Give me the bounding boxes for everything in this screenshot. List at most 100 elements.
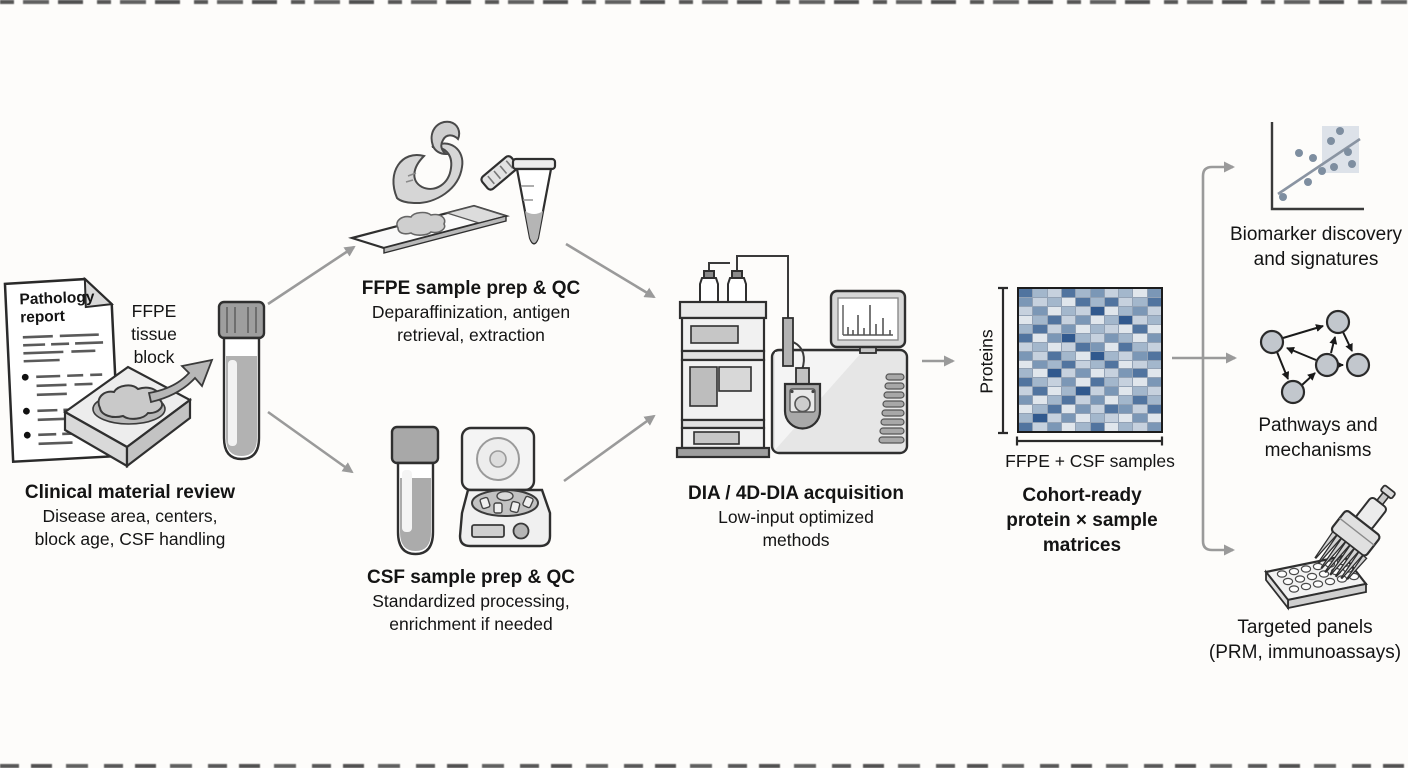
heatmap-cell — [1047, 289, 1061, 297]
multichannel-pipette — [1314, 484, 1396, 581]
heatmap-cell — [1061, 306, 1076, 315]
network-icon — [1259, 309, 1371, 405]
acquisition-desc1: Low-input optimized — [718, 507, 874, 528]
heatmap-cell — [1047, 306, 1061, 315]
microplate-side — [1265, 569, 1289, 611]
tube-cap — [217, 300, 266, 340]
heatmap-cell — [1076, 369, 1090, 378]
pathways-output-label: Pathways and mechanisms — [1238, 413, 1398, 463]
heatmap-cell — [1090, 405, 1104, 414]
heatmap-cell — [1133, 289, 1147, 297]
rotor-cap — [496, 490, 514, 502]
heatmap-cell — [1047, 333, 1061, 342]
heatmap-cell — [1104, 423, 1119, 431]
heatmap-cell — [1104, 369, 1119, 378]
heatmap-cell — [1104, 342, 1119, 351]
lc-column — [782, 317, 794, 367]
heatmap-cell — [1076, 333, 1090, 342]
heatmap-cell — [1061, 378, 1076, 387]
ffpe-prep-icons — [348, 120, 557, 254]
heatmap-cell — [1104, 360, 1119, 369]
heatmap-cell — [1019, 324, 1033, 333]
heatmap-cell — [1147, 405, 1161, 414]
heatmap-cell — [1076, 315, 1090, 324]
heatmap-cell — [1090, 360, 1104, 369]
ffpe-prep-desc1: Deparaffinization, antigen — [371, 302, 571, 323]
heatmap-cell — [1133, 324, 1147, 333]
heatmap-cell — [1061, 315, 1076, 324]
heatmap-cell — [1090, 387, 1104, 396]
heatmap-cell — [1104, 297, 1119, 306]
heatmap-cell — [1104, 405, 1119, 414]
scatter-plot-icon — [1270, 122, 1364, 211]
crop-artifact-bottom — [0, 764, 1408, 768]
paraffin-ribbon — [392, 142, 464, 205]
heatmap-cell — [1133, 342, 1147, 351]
arrow-branch-to-targeted — [1201, 358, 1235, 556]
biomarker-line1: Biomarker discovery — [1229, 224, 1403, 245]
heatmap-cell — [1047, 369, 1061, 378]
ffpe-prep-title: FFPE sample prep & QC — [361, 278, 581, 299]
heatmap-cell — [1061, 396, 1076, 405]
heatmap-cell — [1090, 351, 1104, 360]
heatmap-cell — [1090, 315, 1104, 324]
heatmap-cell — [1076, 423, 1090, 431]
microtube-liquid — [525, 211, 543, 243]
heatmap-cell — [1061, 351, 1076, 360]
heatmap-cell — [1090, 342, 1104, 351]
heatmap-cell — [1090, 289, 1104, 297]
heatmap-cell — [1076, 351, 1090, 360]
heatmap-cell — [1019, 297, 1033, 306]
heatmap-cell — [1104, 306, 1119, 315]
heatmap-cell — [1033, 405, 1047, 414]
heatmap-cell — [1147, 387, 1161, 396]
heatmap-cell — [1090, 333, 1104, 342]
heatmap-cell — [1119, 414, 1133, 423]
centrifuge-display — [471, 524, 505, 538]
scatter-points — [1279, 127, 1356, 201]
matrix-y-bracket — [998, 286, 1008, 435]
acquisition-desc2: methods — [762, 530, 830, 551]
heatmap-cell — [1119, 360, 1133, 369]
heatmap-grid — [1017, 287, 1163, 433]
scatter-axes — [1270, 122, 1364, 211]
heatmap-cell — [1090, 396, 1104, 405]
heatmap-cell — [1061, 297, 1076, 306]
heatmap-cell — [1090, 297, 1104, 306]
heatmap-cell — [1119, 423, 1133, 431]
clinical-title: Clinical material review — [24, 482, 236, 503]
heatmap-cell — [1019, 387, 1033, 396]
heatmap-cell — [1019, 306, 1033, 315]
heatmap-cell — [1104, 351, 1119, 360]
csf-prep-desc2: enrichment if needed — [389, 614, 553, 635]
heatmap-cell — [1033, 306, 1047, 315]
cassette-side — [125, 397, 192, 469]
pathways-line2: mechanisms — [1264, 440, 1372, 462]
ion-source-port — [794, 395, 811, 413]
heatmap-cell — [1019, 289, 1033, 297]
source-connector — [795, 367, 810, 385]
heatmap-cell — [1019, 423, 1033, 431]
heatmap-cell — [1076, 297, 1090, 306]
heatmap-cell — [1076, 289, 1090, 297]
matrices-title3: matrices — [1042, 535, 1122, 557]
heatmap-cell — [1104, 378, 1119, 387]
block-label-line1: FFPE — [131, 301, 177, 321]
heatmap-cell — [1133, 351, 1147, 360]
heatmap-cell — [1033, 351, 1047, 360]
pathways-line1: Pathways and — [1258, 415, 1378, 436]
arrow-ffpe-prep-to-ms — [565, 242, 656, 299]
crop-artifact-top — [0, 0, 1408, 4]
heatmap-cell — [1076, 378, 1090, 387]
heatmap-cell — [1047, 315, 1061, 324]
heatmap-cell — [1033, 387, 1047, 396]
heatmap-cell — [1147, 324, 1161, 333]
acquisition-step-label: DIA / 4D-DIA acquisition Low-input optim… — [655, 481, 937, 552]
heatmap-cell — [1047, 342, 1061, 351]
heatmap-cell — [1019, 405, 1033, 414]
network-nodes — [1259, 309, 1371, 405]
heatmap-cell — [1061, 405, 1076, 414]
heatmap-cell — [1019, 414, 1033, 423]
centrifuge-rotor-bowl — [471, 489, 539, 517]
heatmap-cell — [1047, 297, 1061, 306]
